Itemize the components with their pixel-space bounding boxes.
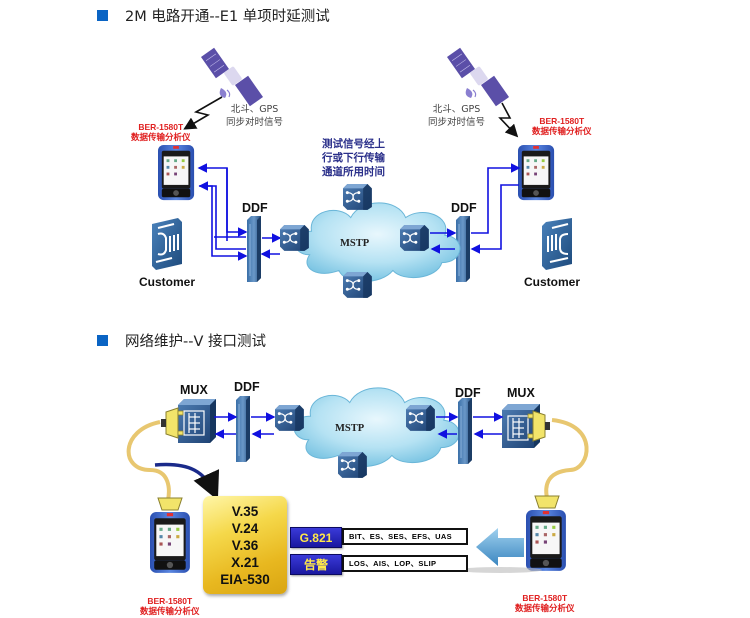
gps-label-right-line1: 北斗、GPS — [432, 104, 481, 115]
interface-item: V.24 — [231, 520, 259, 536]
interface-item: X.21 — [231, 554, 259, 570]
link-lines-section2 — [214, 412, 504, 439]
switch-icon-bottom-2 — [337, 451, 368, 479]
device-model-left: BER-1580T — [138, 122, 184, 132]
delay-note: 测试信号经上 行或下行传输 通道所用时间 — [322, 137, 385, 179]
device-name-right: 数据传输分析仪 — [532, 127, 592, 137]
switch-icon-top — [342, 183, 373, 211]
mux-label-right: MUX — [507, 386, 535, 400]
delay-note-line3: 通道所用时间 — [322, 166, 385, 178]
ddf-label-right: DDF — [451, 201, 477, 215]
curved-arrow-icon — [154, 462, 220, 501]
ddf-rack-icon-right-2 — [457, 397, 473, 465]
switch-icon-bottom — [342, 271, 373, 299]
link-lines-right — [430, 163, 521, 254]
device-label-left: BER-1580T 数据传输分析仪 — [131, 122, 191, 144]
g821-values: BIT、ES、SES、EFS、UAS — [342, 528, 468, 545]
ddf-rack-icon-left-2 — [235, 395, 251, 463]
customer-label-left: Customer — [139, 275, 196, 289]
section2-title: 网络维护--V 接口测试 — [125, 334, 266, 350]
cable-right — [544, 418, 589, 499]
result-arrow-icon — [458, 528, 542, 573]
delay-note-line2: 行或下行传输 — [322, 152, 385, 164]
cable-left — [126, 420, 171, 501]
gps-label-left-line2: 同步对时信号 — [226, 117, 284, 128]
section1-title: 2M 电路开通--E1 单项时延测试 — [125, 9, 330, 25]
gps-label-left-line1: 北斗、GPS — [230, 104, 279, 115]
mstp-label-2: MSTP — [335, 423, 365, 434]
switch-icon-right-2 — [405, 404, 436, 432]
interface-item: V.36 — [231, 537, 259, 553]
device-name-left: 数据传输分析仪 — [131, 133, 191, 143]
tester-device-icon-left — [158, 145, 195, 201]
mstp-cloud — [294, 202, 461, 283]
gps-label-right: 北斗、GPS 同步对时信号 — [428, 103, 485, 129]
gps-signal-arrow-right — [498, 102, 519, 138]
switch-icon-left — [279, 224, 310, 252]
customer-icon-right — [542, 218, 572, 270]
gps-label-right-line2: 同步对时信号 — [428, 117, 486, 128]
customer-label-right: Customer — [524, 275, 581, 289]
device-label-bottom-left: BER-1580T 数据传输分析仪 — [140, 596, 200, 618]
alarm-tag: 告警 — [290, 554, 342, 575]
ddf-rack-icon-left — [246, 215, 262, 283]
device-name-bottom-left: 数据传输分析仪 — [140, 607, 200, 617]
interface-item: EIA-530 — [220, 571, 270, 587]
alarm-values: LOS、AIS、LOP、SLIP — [342, 555, 468, 572]
mstp-label: MSTP — [340, 238, 370, 249]
db25-connector-icon-bottom-left — [157, 497, 183, 511]
ddf-label-left: DDF — [242, 201, 268, 215]
switch-icon-left-2 — [274, 404, 305, 432]
satellite-icon-right — [446, 47, 510, 107]
device-model-bottom-left: BER-1580T — [147, 596, 193, 606]
tester-device-icon-bottom-right — [526, 510, 566, 571]
db25-connector-icon-bottom-right — [534, 495, 560, 509]
customer-icon-left — [152, 218, 182, 270]
device-name-bottom-right: 数据传输分析仪 — [515, 604, 575, 614]
mux-label-left: MUX — [180, 383, 208, 397]
device-model-bottom-right: BER-1580T — [522, 593, 568, 603]
section1-heading: 2M 电路开通--E1 单项时延测试 — [97, 5, 330, 26]
mux-icon-left — [177, 398, 217, 444]
gps-label-left: 北斗、GPS 同步对时信号 — [226, 103, 283, 129]
tester-device-icon-right — [518, 145, 555, 201]
switch-icon-right — [399, 224, 430, 252]
gps-signal-arrow-left — [183, 96, 223, 130]
link-lines-left-2 — [198, 168, 248, 250]
device-label-bottom-right: BER-1580T 数据传输分析仪 — [515, 593, 575, 615]
tester-device-icon-bottom-left — [150, 512, 190, 573]
interface-list-box: V.35 V.24 V.36 X.21 EIA-530 — [203, 496, 287, 594]
section2-heading: 网络维护--V 接口测试 — [97, 330, 266, 351]
ddf-label-right-2: DDF — [455, 386, 481, 400]
satellite-icon-left — [200, 47, 264, 107]
device-label-right: BER-1580T 数据传输分析仪 — [532, 116, 592, 138]
interface-item: V.35 — [231, 503, 259, 519]
delay-note-line1: 测试信号经上 — [322, 138, 385, 150]
bullet-square-icon — [97, 10, 108, 21]
g821-tag: G.821 — [290, 527, 342, 548]
ddf-label-left-2: DDF — [234, 380, 260, 394]
bullet-square-icon-2 — [97, 335, 108, 346]
device-model-right: BER-1580T — [539, 116, 585, 126]
